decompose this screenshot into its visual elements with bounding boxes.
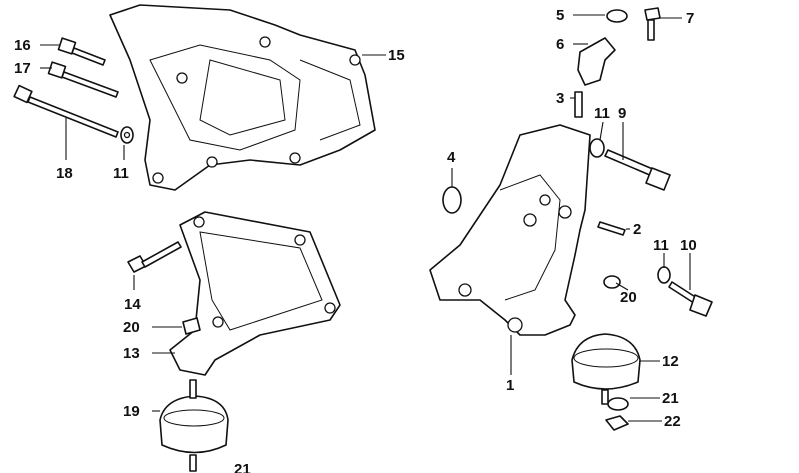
callout-11: 11 xyxy=(653,237,669,254)
callout-16: 16 xyxy=(14,37,31,54)
callout-15: 15 xyxy=(388,47,405,64)
callout-1: 1 xyxy=(506,377,515,394)
callout-2: 2 xyxy=(633,221,642,238)
callout-9: 9 xyxy=(618,105,627,122)
callout-11: 11 xyxy=(594,105,610,122)
callout-21: 21 xyxy=(234,461,251,473)
callout-4: 4 xyxy=(447,149,456,166)
callout-20: 20 xyxy=(620,289,637,306)
bolts-16-17-18-drawing xyxy=(13,37,134,144)
callout-12: 12 xyxy=(662,353,679,370)
mount-12-drawing xyxy=(571,333,641,431)
callout-21: 21 xyxy=(662,390,679,407)
callout-5: 5 xyxy=(556,7,565,24)
callout-13: 13 xyxy=(123,345,140,362)
callout-14: 14 xyxy=(124,296,141,313)
callout-20: 20 xyxy=(123,319,140,336)
leader-lines xyxy=(40,14,691,422)
callout-17: 17 xyxy=(14,60,31,77)
callout-10: 10 xyxy=(680,237,697,254)
bracket-1-drawing xyxy=(429,124,621,336)
bracket-15-drawing xyxy=(109,4,376,191)
bracket-13-drawing xyxy=(127,211,341,376)
callout-18: 18 xyxy=(56,165,73,182)
callout-22: 22 xyxy=(664,413,681,430)
callout-6: 6 xyxy=(556,36,565,53)
callout-7: 7 xyxy=(686,10,695,27)
callout-19: 19 xyxy=(123,403,140,420)
small-parts-drawing xyxy=(574,7,713,317)
mount-19-drawing xyxy=(159,379,229,472)
callout-3: 3 xyxy=(556,90,565,107)
callout-11: 11 xyxy=(113,165,129,182)
